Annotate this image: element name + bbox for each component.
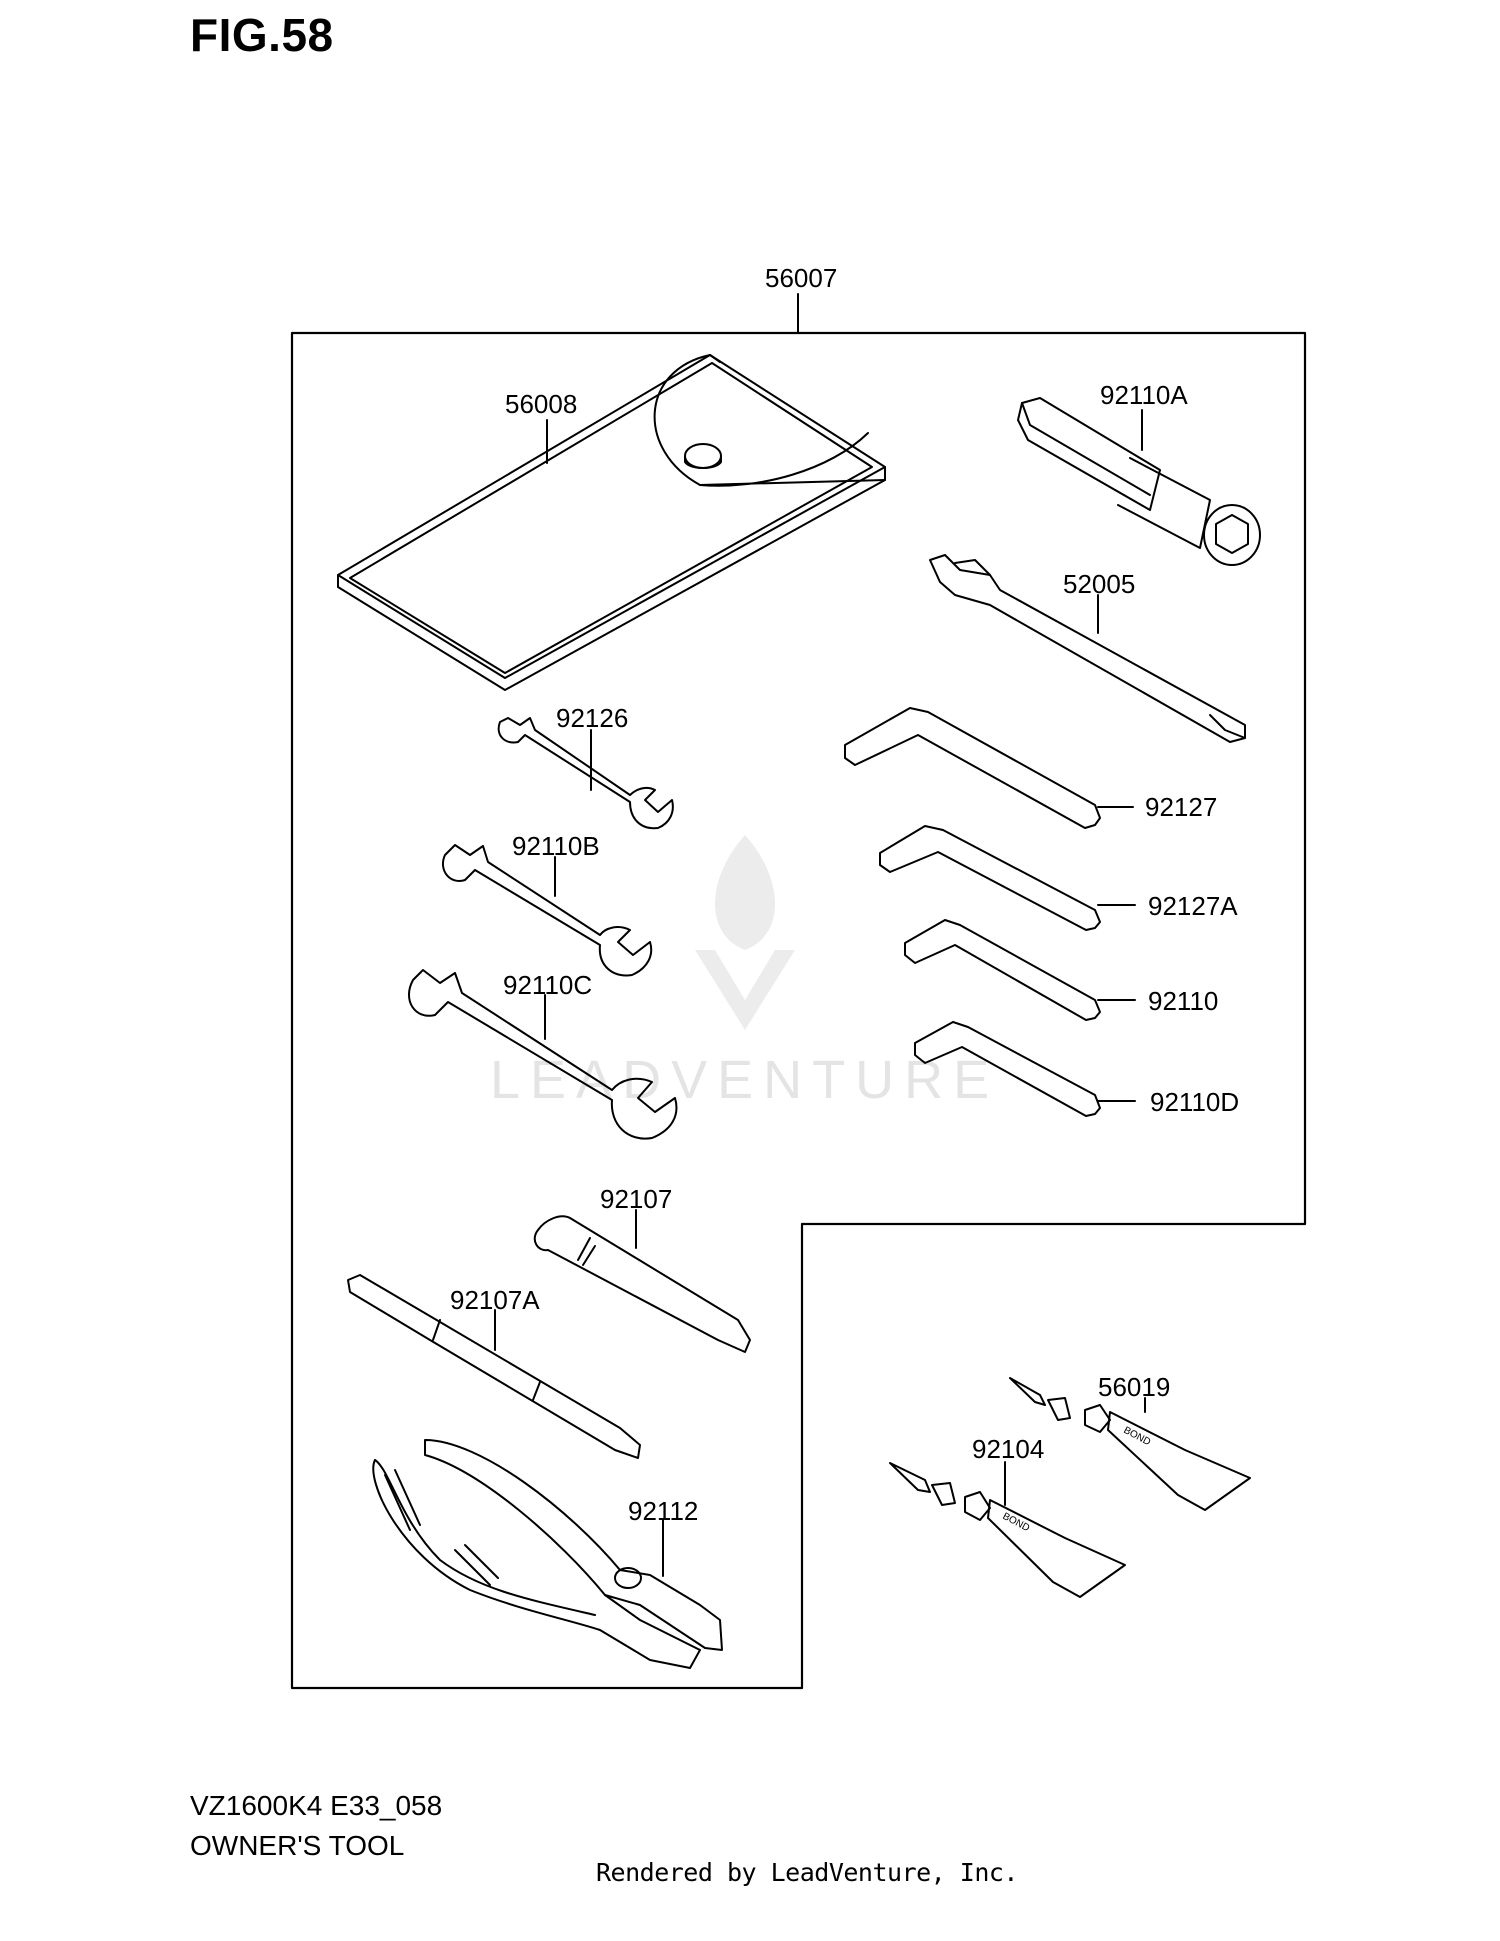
callout-92112: 92112 [628,1496,698,1526]
hex-key-92110[interactable] [904,919,1101,1021]
tube-label-92104: BOND [1001,1511,1032,1534]
callout-92127: 92127 [1145,792,1217,822]
hex-key-92110d[interactable] [914,1021,1101,1117]
wrench-small[interactable] [497,717,674,830]
watermark-flame-icon [715,835,775,950]
callout-92127a: 92127A [1148,891,1238,921]
section-name: OWNER'S TOOL [190,1830,405,1861]
callout-92110c: 92110C [503,970,592,1000]
callout-56008: 56008 [505,389,577,419]
callout-92110: 92110 [1148,986,1218,1016]
callout-92110a: 92110A [1100,380,1188,410]
callout-92107a: 92107A [450,1285,540,1315]
hex-key-92127a[interactable] [879,825,1101,931]
callout-52005: 52005 [1063,569,1135,599]
leader-lines [494,409,1146,1577]
bond-tube-92104[interactable]: BOND [889,1462,1126,1598]
tube-label-56019: BOND [1122,1425,1153,1448]
watermark-v-icon [695,950,795,1030]
screwdriver-handle[interactable] [347,1274,641,1459]
pliers[interactable] [372,1439,723,1669]
screwdriver-bit[interactable] [533,1215,751,1353]
figure-title: FIG.58 [190,9,334,61]
callout-56019: 56019 [1098,1372,1170,1402]
callout-92110b: 92110B [512,831,600,861]
callout-92110d: 92110D [1150,1087,1239,1117]
callout-92104: 92104 [972,1434,1044,1464]
callout-92107: 92107 [600,1184,672,1214]
watermark: LEADVENTURE [490,835,999,1110]
callout-92126: 92126 [556,703,628,733]
callout-56007: 56007 [765,263,837,293]
hex-key-92127[interactable] [844,707,1101,829]
watermark-text: LEADVENTURE [490,1050,999,1110]
plug-wrench[interactable] [1017,397,1261,566]
extension-bar[interactable] [929,554,1246,743]
wrench-medium[interactable] [442,844,653,977]
wrench-large[interactable] [408,969,678,1140]
rendered-by-credit: Rendered by LeadVenture, Inc. [596,1858,1019,1887]
tool-pouch[interactable] [337,354,886,691]
model-code: VZ1600K4 E33_058 [190,1790,443,1821]
assembly-frame [290,331,1307,1690]
